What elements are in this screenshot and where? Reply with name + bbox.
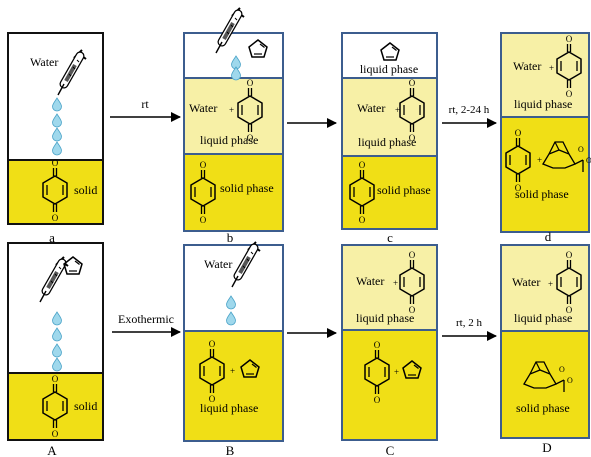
liquid-phase-label: liquid phase xyxy=(514,97,572,111)
top-region xyxy=(341,32,438,79)
solid-label: solid xyxy=(74,183,97,197)
liquid-phase-label: liquid phase xyxy=(358,135,416,149)
panel-d: Water + liquid phase + solid phase d xyxy=(500,32,591,244)
water-label: Water xyxy=(204,257,232,271)
solid-phase-label: solid phase xyxy=(377,183,431,197)
liquid-phase-label: liquid phase xyxy=(200,401,258,415)
plus-sign: + xyxy=(549,63,554,73)
panel-C: Water + liquid phase + C xyxy=(341,244,438,457)
water-label: Water xyxy=(30,55,58,69)
arrow-label: rt xyxy=(141,97,149,111)
plus-sign: + xyxy=(548,279,553,289)
plus-sign: + xyxy=(394,367,399,377)
plus-sign: + xyxy=(393,278,398,288)
plus-sign: + xyxy=(229,105,234,115)
panel-D: Water + liquid phase solid phase D xyxy=(500,244,590,455)
panel-label-D: D xyxy=(542,440,551,455)
panel-label-d: d xyxy=(545,229,552,244)
water-label: Water xyxy=(512,275,540,289)
liquid-phase-label: liquid phase xyxy=(200,133,258,147)
solid-phase-label: solid phase xyxy=(516,401,570,415)
water-label: Water xyxy=(357,101,385,115)
liquid-region xyxy=(183,330,284,442)
panel-label-B: B xyxy=(226,443,235,457)
solid-phase-label: solid phase xyxy=(515,187,569,201)
panel-label-C: C xyxy=(386,443,395,457)
solid-region xyxy=(341,329,438,441)
water-label: Water xyxy=(356,274,384,288)
liquid-phase-top-label: liquid phase xyxy=(360,62,418,76)
water-label: Water xyxy=(189,101,217,115)
solid-region xyxy=(500,330,590,439)
panel-label-A: A xyxy=(47,443,57,457)
panel-a: Water solid a xyxy=(7,32,104,245)
liquid-region xyxy=(341,77,438,157)
panel-A: solid A xyxy=(7,242,104,457)
panel-b: Water + liquid phase solid phase b xyxy=(183,8,284,245)
panel-B: Water + liquid phase B xyxy=(183,242,284,457)
liquid-phase-label: liquid phase xyxy=(356,311,414,325)
panel-label-a: a xyxy=(49,230,55,245)
arrow-label: rt, 2-24 h xyxy=(449,104,490,116)
solid-label: solid xyxy=(74,399,97,413)
liquid-region xyxy=(500,32,590,118)
panel-label-c: c xyxy=(387,230,393,245)
panel-label-b: b xyxy=(227,230,234,245)
liquid-region xyxy=(500,244,590,332)
water-label: Water xyxy=(513,59,541,73)
panel-c: liquid phase Water + liquid phase solid … xyxy=(341,32,438,245)
liquid-region xyxy=(7,242,104,374)
solid-phase-label: solid phase xyxy=(220,181,274,195)
arrow-label: Exothermic xyxy=(118,312,174,326)
plus-sign: + xyxy=(230,366,235,376)
plus-sign: + xyxy=(395,105,400,115)
liquid-region xyxy=(341,244,438,331)
arrow-label: rt, 2 h xyxy=(456,317,482,329)
liquid-phase-label: liquid phase xyxy=(514,311,572,325)
plus-sign: + xyxy=(537,155,542,165)
